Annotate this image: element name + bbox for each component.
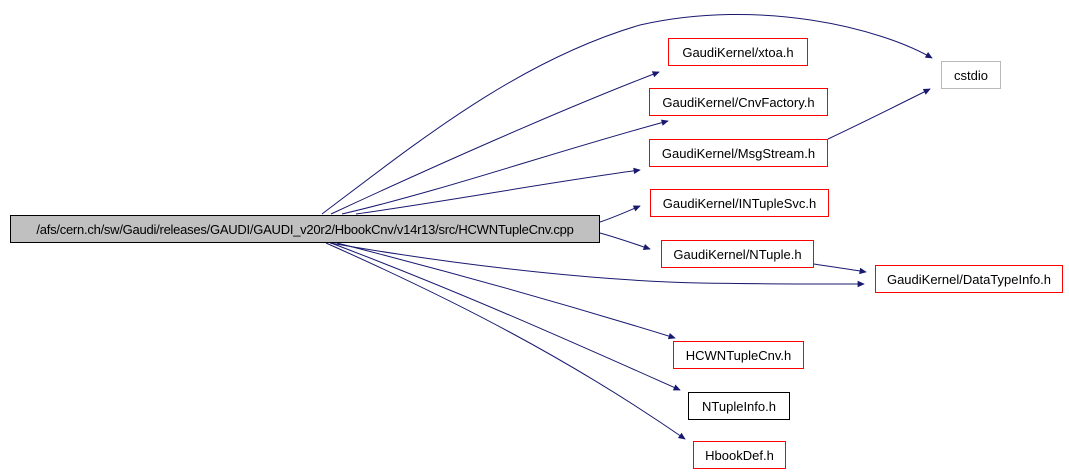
node-gaudikernel-msgstream-h[interactable]: GaudiKernel/MsgStream.h — [649, 139, 828, 167]
node-hbookdef-h[interactable]: HbookDef.h — [693, 441, 786, 469]
edge-main-to-hbookdef — [325, 242, 686, 440]
edge-main-to-msgstream — [355, 167, 641, 215]
edge-main-to-cstdio — [321, 13, 933, 215]
edge-main-to-xtoa — [330, 71, 660, 215]
node-gaudikernel-cnvfactory-h[interactable]: GaudiKernel/CnvFactory.h — [649, 88, 828, 116]
node-gaudikernel-xtoa-h[interactable]: GaudiKernel/xtoa.h — [668, 38, 808, 66]
edge-main-to-datatypeinfo — [329, 242, 865, 288]
node-ntupleinfo-h: NTupleInfo.h — [688, 392, 790, 420]
node-hcwntuplecnv-h[interactable]: HCWNTupleCnv.h — [673, 341, 804, 369]
node-main-source-file: /afs/cern.ch/sw/Gaudi/releases/GAUDI/GAU… — [10, 215, 600, 243]
node-gaudikernel-intuplesvc-h[interactable]: GaudiKernel/INTupleSvc.h — [650, 189, 829, 217]
edge-main-to-cnvfactory — [341, 119, 669, 215]
edge-msgstream-to-cstdio — [827, 88, 931, 140]
edge-ntuple-to-datatypeinfo — [813, 263, 867, 275]
edge-main-to-ntupleinfo — [330, 242, 681, 391]
node-gaudikernel-datatypeinfo-h[interactable]: GaudiKernel/DataTypeInfo.h — [875, 265, 1063, 293]
node-cstdio: cstdio — [941, 61, 1001, 89]
edge-main-to-ntuple — [599, 232, 651, 251]
edge-main-to-hcwntuplecnv — [336, 242, 676, 340]
node-gaudikernel-ntuple-h[interactable]: GaudiKernel/NTuple.h — [661, 240, 814, 268]
edge-main-to-intuplesvc — [599, 205, 641, 223]
